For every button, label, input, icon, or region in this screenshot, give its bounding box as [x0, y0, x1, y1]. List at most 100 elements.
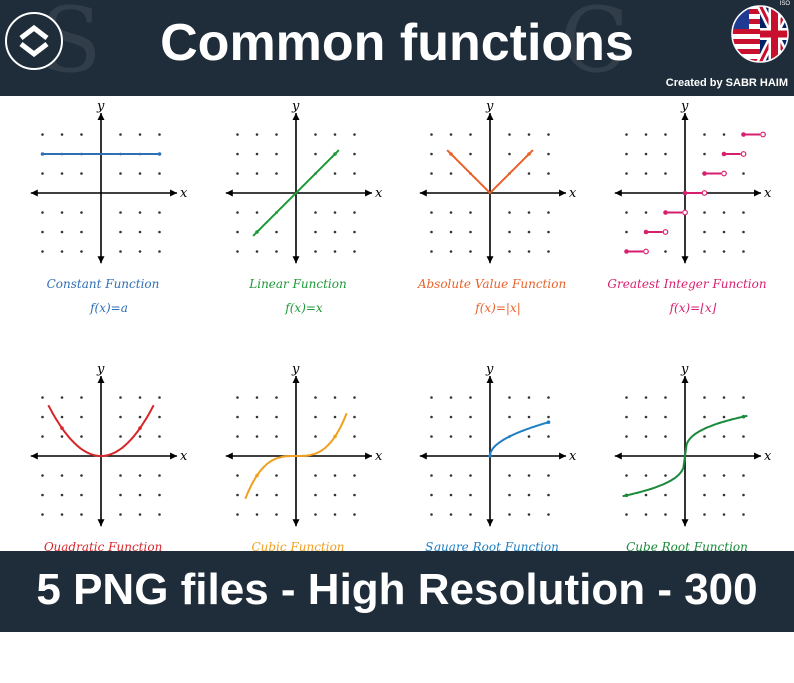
- y-axis-label: y: [291, 99, 300, 114]
- grid-dot: [547, 211, 550, 214]
- grid-dot: [314, 133, 317, 136]
- y-axis-label: y: [291, 362, 300, 377]
- grid-dot: [80, 493, 83, 497]
- grid-dot: [255, 152, 259, 156]
- grid-dot: [60, 435, 64, 438]
- grid-dot: [138, 250, 142, 253]
- grid-dot: [60, 474, 64, 477]
- grid-dot: [469, 415, 472, 419]
- step-closed-point: [721, 151, 727, 157]
- grid-dot: [353, 474, 356, 477]
- y-axis-arrow: [681, 376, 689, 384]
- grid-dot: [353, 513, 356, 516]
- grid-dot: [742, 211, 745, 214]
- grid-dot: [41, 250, 44, 253]
- grid-dot: [80, 133, 83, 136]
- function-curve: [47, 404, 155, 457]
- grid-dot: [547, 493, 550, 497]
- x-axis-arrow: [30, 452, 38, 460]
- grid-dot: [508, 415, 511, 419]
- grid-dot: [314, 513, 317, 516]
- grid-dot: [527, 415, 531, 419]
- grid-dot: [353, 211, 356, 214]
- grid-dot: [158, 133, 161, 136]
- step-closed-point: [702, 171, 707, 176]
- grid-dot: [742, 396, 745, 399]
- curve-point: [255, 230, 259, 234]
- x-axis-arrow: [225, 452, 233, 460]
- grid-dot: [469, 133, 472, 136]
- grid-dot: [80, 230, 83, 234]
- grid-dot: [625, 211, 628, 214]
- grid-dot: [625, 435, 628, 438]
- grid-dot: [138, 133, 142, 136]
- grid-dot: [158, 513, 161, 516]
- grid-dot: [80, 250, 83, 253]
- grid-dot: [333, 493, 337, 497]
- grid-dot: [60, 211, 64, 214]
- x-axis-arrow: [365, 452, 373, 460]
- x-axis-label: x: [180, 186, 188, 201]
- x-axis-label: x: [764, 449, 772, 464]
- grid-dot: [275, 152, 278, 156]
- grid-dot: [80, 474, 83, 477]
- y-axis-arrow: [681, 113, 689, 121]
- grid-dot: [469, 152, 472, 156]
- grid-dot: [527, 230, 531, 234]
- grid-dot: [236, 474, 239, 477]
- grid-dot: [60, 513, 64, 516]
- grid-dot: [236, 152, 239, 156]
- grid-dot: [703, 250, 706, 253]
- grid-dot: [158, 396, 161, 399]
- grid-dot: [449, 230, 453, 234]
- y-axis-arrow: [292, 256, 300, 264]
- grid-dot: [430, 211, 433, 214]
- y-axis-arrow: [97, 376, 105, 384]
- grid-dot: [353, 396, 356, 399]
- grid-dot: [547, 172, 550, 175]
- grid-dot: [80, 435, 83, 438]
- y-axis-arrow: [486, 519, 494, 527]
- grid-dot: [236, 133, 239, 136]
- x-axis-label: x: [375, 449, 383, 464]
- grid-dot: [508, 230, 511, 234]
- grid-dot: [333, 211, 337, 214]
- x-axis-arrow: [559, 452, 567, 460]
- grid-dot: [722, 513, 726, 516]
- step-open-point: [740, 151, 747, 157]
- x-axis-arrow: [170, 189, 178, 197]
- grid-dot: [547, 513, 550, 516]
- grid-dot: [41, 493, 44, 497]
- grid-dot: [158, 493, 161, 497]
- grid-dot: [625, 474, 628, 477]
- grid-dot: [449, 493, 453, 497]
- grid-dot: [430, 474, 433, 477]
- grid-dot: [547, 474, 550, 477]
- x-axis-arrow: [614, 452, 622, 460]
- x-axis-label: x: [569, 186, 577, 201]
- grid-dot: [722, 396, 726, 399]
- function-name: Cubic Function: [251, 540, 344, 552]
- grid-dot: [236, 250, 239, 253]
- grid-dot: [158, 474, 161, 477]
- grid-dot: [547, 133, 550, 136]
- grid-dot: [255, 415, 259, 419]
- grid-dot: [449, 435, 453, 438]
- step-open-point: [662, 229, 669, 235]
- grid-dot: [119, 415, 122, 419]
- grid-dot: [80, 513, 83, 516]
- x-axis-arrow: [754, 452, 762, 460]
- grid-dot: [449, 211, 453, 214]
- grid-dot: [314, 230, 317, 234]
- y-axis-arrow: [486, 376, 494, 384]
- grid-dot: [527, 133, 531, 136]
- grid-dot: [430, 493, 433, 497]
- grid-dot: [138, 435, 142, 438]
- grid-dot: [644, 435, 648, 438]
- grid-dot: [353, 230, 356, 234]
- grid-dot: [722, 133, 726, 136]
- grid-dot: [138, 211, 142, 214]
- grid-dot: [430, 396, 433, 399]
- grid-dot: [625, 172, 628, 175]
- sabr-logo-icon: [5, 12, 63, 70]
